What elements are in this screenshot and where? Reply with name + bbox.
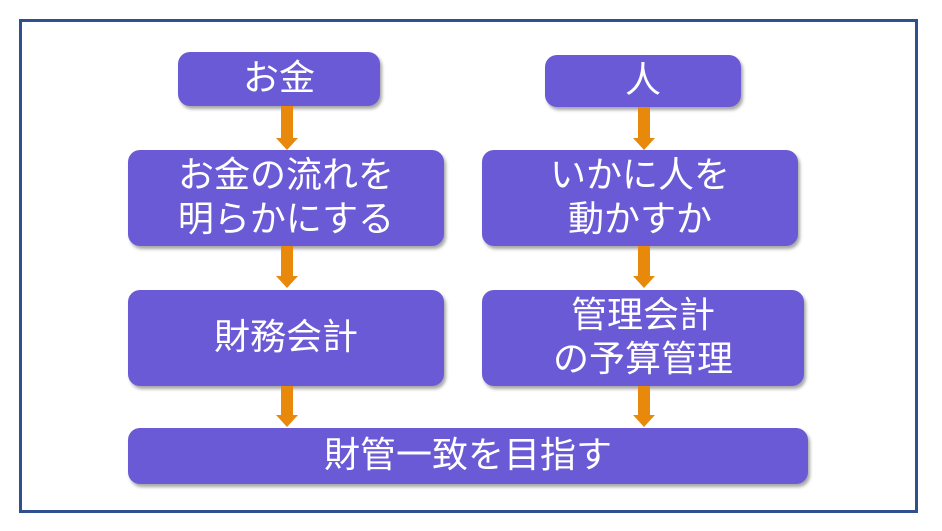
arrow-money-to-flow [276, 106, 298, 150]
arrow-head [276, 138, 298, 150]
arrow-head [633, 138, 655, 150]
arrow-shaft [281, 106, 293, 140]
arrow-flow-to-financial [276, 246, 298, 290]
arrow-head [633, 276, 655, 288]
arrow-shaft [638, 386, 650, 417]
arrow-financial-to-goal [276, 386, 298, 428]
arrow-shaft [638, 246, 650, 278]
arrow-head [276, 415, 298, 427]
box-goal: 財管一致を目指す [128, 428, 808, 484]
arrow-shaft [281, 246, 293, 278]
box-money-flow: お金の流れを 明らかにする [128, 150, 444, 246]
arrow-people-to-motivate [633, 107, 655, 150]
arrow-shaft [281, 386, 293, 417]
box-management-budget: 管理会計 の予算管理 [482, 290, 804, 386]
box-people: 人 [545, 55, 741, 107]
box-motivate-people: いかに人を 動かすか [482, 150, 798, 246]
box-money: お金 [178, 52, 380, 106]
arrow-management-to-goal [633, 386, 655, 428]
box-financial-accounting: 財務会計 [128, 290, 444, 386]
arrow-head [276, 276, 298, 288]
arrow-shaft [638, 107, 650, 140]
arrow-motivate-to-management [633, 246, 655, 290]
arrow-head [633, 415, 655, 427]
